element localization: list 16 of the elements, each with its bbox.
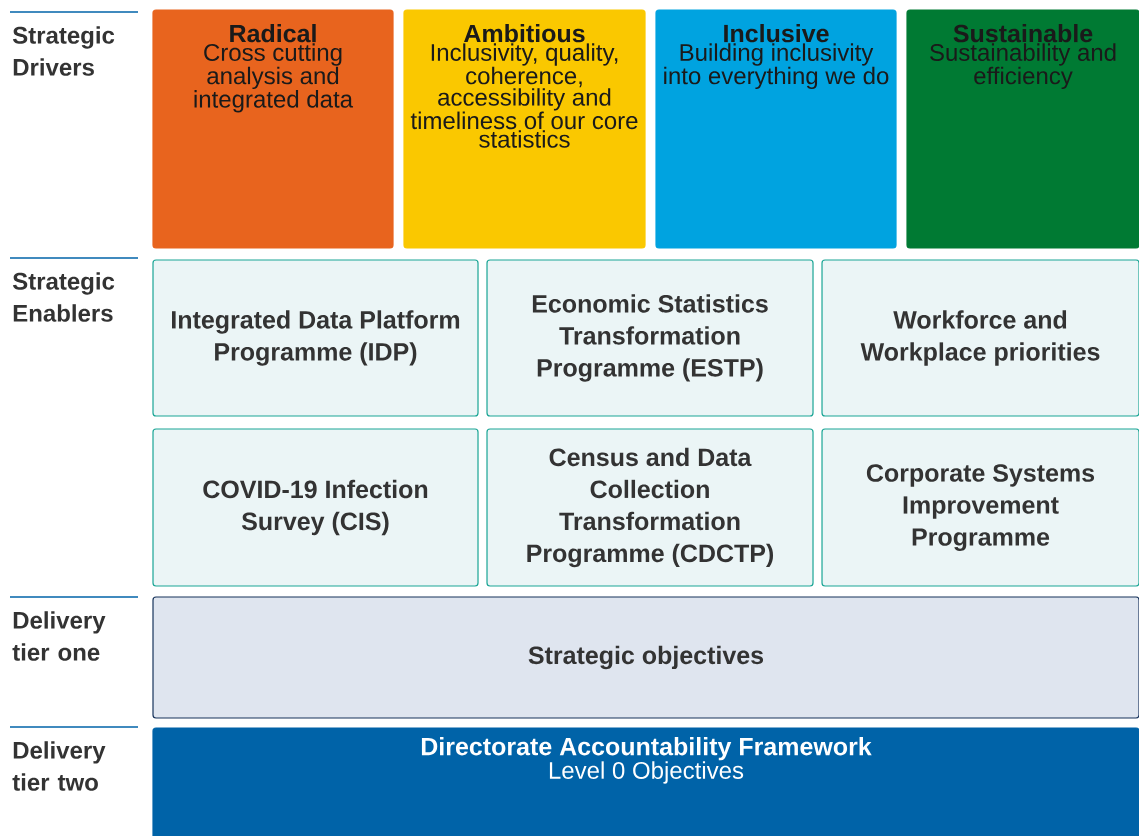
framework-band: Directorate Accountability Framework Level 0 Objectives [152,727,1139,836]
driver-box: Ambitious Inclusivity, quality, coherence, accessibility and timeliness of our core statistics [403,9,646,249]
enabler-box: Corporate Systems Improvement Programme [821,428,1139,587]
row-label: Delivery tier one [12,611,106,661]
enabler-box: Census and Data Collection Transformation Programme (CDCTP) [486,428,814,587]
enabler-box: Workforce and Workplace priorities [821,259,1139,417]
objectives-band: Strategic objectives [152,596,1139,719]
driver-box: Sustainable Sustainability and efficiency [906,9,1139,249]
driver-box: Radical Cross cutting analysis and integrated data [152,9,394,249]
enabler-box: Economic Statistics Transformation Programme (ESTP) [486,259,814,417]
row-label: Delivery tier two [12,741,106,791]
row-label: Strategic Enablers [12,272,115,322]
driver-box: Inclusive Building inclusivity into everything we do [655,9,897,249]
enabler-box: Integrated Data Platform Programme (IDP) [152,259,479,417]
enabler-box: COVID-19 Infection Survey (CIS) [152,428,479,587]
row-label: Strategic Drivers [12,26,115,76]
